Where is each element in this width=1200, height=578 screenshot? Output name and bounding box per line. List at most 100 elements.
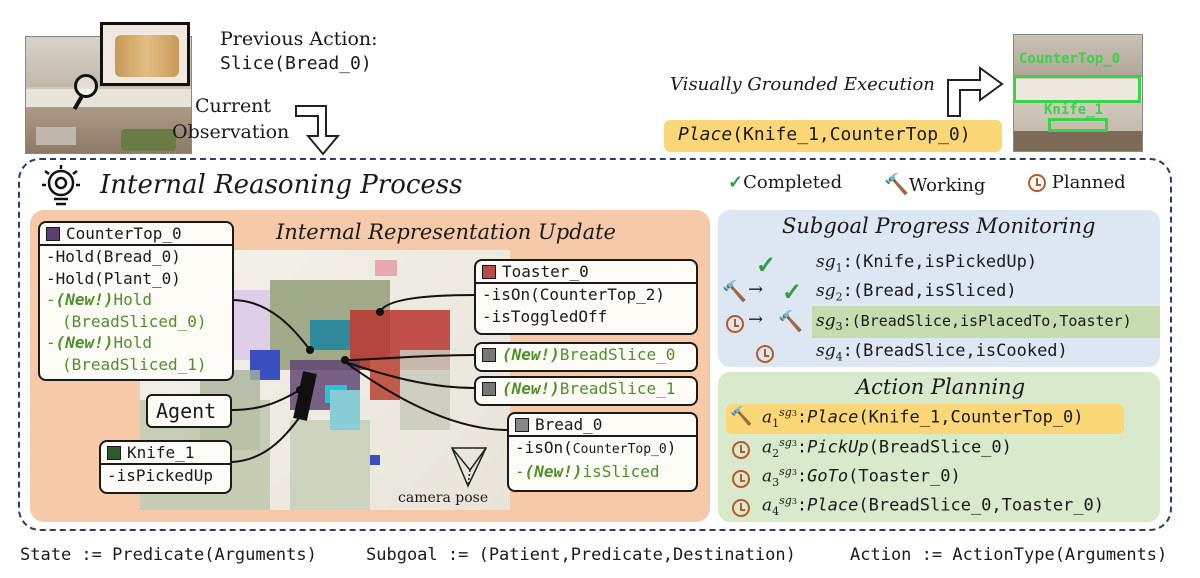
breadslice0-swatch [482, 347, 496, 362]
action-verb: GoTo [807, 466, 849, 487]
check-icon: ✓ [782, 277, 803, 306]
action-sub: 4 [772, 505, 780, 519]
new-tag: (New!) [502, 345, 560, 364]
sg-text: :(BreadSlice,isCooked) [842, 341, 1068, 361]
subgoal-title: Subgoal Progress Monitoring [782, 214, 1096, 238]
action-sup: sg [779, 436, 792, 449]
check-icon: ✓ [756, 250, 777, 279]
new-tag: (New!) [55, 290, 114, 309]
hammer-icon: 🔨 [884, 172, 909, 196]
attr-suffix: ) [666, 438, 677, 457]
magnifier-icon [74, 74, 98, 98]
sg-label: sg [816, 311, 836, 331]
breadslice1-name: BreadSlice_1 [559, 379, 676, 398]
sg-sub: 2 [835, 290, 843, 304]
previous-action-label: Previous Action: [220, 28, 378, 50]
action-planning-panel [718, 372, 1160, 522]
legend-planned: Planned [1028, 172, 1126, 193]
sg-text: :(Knife,isPickedUp) [842, 252, 1038, 272]
action-supsub: 3 [791, 439, 797, 448]
breadslice1-swatch [482, 381, 496, 396]
node-toaster: Toaster_0 -isOn(CounterTop_2) -isToggled… [474, 259, 698, 335]
internal-representation-title: Internal Representation Update [276, 220, 616, 244]
toaster-attr-2: -isToggledOff [482, 306, 608, 326]
legend-working: 🔨Working [884, 172, 985, 196]
check-icon: ✓ [728, 172, 744, 193]
action-sup: sg [779, 465, 792, 478]
sg-label: sg [816, 341, 836, 361]
current-observation-label-1: Current [195, 95, 272, 117]
attr-prefix: -isOn( [515, 438, 573, 457]
legend-planned-label: Planned [1051, 172, 1126, 193]
node-breadslice-0: (New!)BreadSlice_0 [474, 342, 698, 372]
attr-rest: isSliced [582, 461, 660, 481]
countertop-new-2: -(New!)Hold [46, 333, 152, 352]
bread-attr-2: -(New!)isSliced [509, 461, 696, 483]
sg-label: sg [816, 252, 836, 272]
countertop-swatch [46, 226, 60, 241]
grounded-action: Place(Knife_1,CounterTop_0) [664, 120, 1002, 152]
action-current-highlight [726, 404, 1124, 434]
action-sup: sg [779, 494, 792, 507]
action-args: (BreadSlice_0,Toaster_0) [858, 495, 1104, 516]
node-bread: Bread_0 -isOn(CounterTop_0) -(New!)isSli… [507, 412, 698, 492]
up-arrow-icon [947, 66, 1004, 117]
action-planning-title: Action Planning [856, 375, 1026, 399]
subgoal-row-3: → 🔨 sg3:(BreadSlice,isPlacedTo,Toaster) [718, 309, 1160, 337]
subgoal-row-2: 🔨 → ✓ sg2:(Bread,isSliced) [718, 277, 1160, 307]
toaster-attr-1: -isOn(CounterTop_2) [482, 285, 666, 304]
node-countertop: CounterTop_0 -Hold(Bread_0) -Hold(Plant_… [38, 221, 234, 381]
reasoning-title: Internal Reasoning Process [100, 170, 463, 200]
sg-label: sg [816, 281, 836, 301]
bread-attr-1: -isOn(CounterTop_0) [509, 437, 696, 461]
subgoal-row-4: sg4:(BreadSlice,isCooked) [718, 339, 1160, 367]
sg-text: :(Bread,isSliced) [842, 281, 1017, 301]
countertop-new-1-arg: (BreadSliced_0) [62, 311, 207, 331]
toaster-swatch [482, 264, 496, 279]
clock-icon [1028, 174, 1046, 192]
grounded-action-args: (Knife_1,CounterTop_0) [732, 124, 971, 145]
new-tag: (New!) [524, 461, 583, 481]
knife-name: Knife_1 [127, 443, 195, 462]
action-verb: PickUp [807, 437, 869, 458]
subgoal-panel [718, 210, 1160, 367]
action-row-3: a3sg3:GoTo(Toaster_0) [718, 463, 1160, 493]
node-breadslice-1: (New!)BreadSlice_1 [474, 376, 698, 406]
hammer-icon: 🔨 [722, 279, 747, 303]
action-var: a [762, 437, 773, 458]
bread-name: Bread_0 [535, 415, 603, 434]
footer-action-definition: Action := ActionType(Arguments) [850, 545, 1168, 565]
countertop-name: CounterTop_0 [66, 224, 182, 243]
action-args: (Knife_1,CounterTop_0) [858, 407, 1084, 428]
action-sub: 3 [772, 476, 780, 490]
attr-prefix: - [515, 461, 525, 481]
action-supsub: 3 [791, 497, 797, 506]
knife-attr-1: -isPickedUp [107, 466, 213, 485]
sg-sub: 1 [835, 261, 843, 275]
new-attr: Hold [113, 290, 152, 309]
clock-icon [732, 469, 750, 488]
new-tag: (New!) [502, 379, 560, 398]
down-arrow-icon [295, 105, 341, 156]
node-knife: Knife_1 -isPickedUp [99, 440, 232, 494]
countertop-new-2-arg: (BreadSliced_1) [62, 354, 207, 374]
toaster-name: Toaster_0 [502, 262, 589, 281]
action-sub: 1 [772, 417, 780, 431]
action-sub: 2 [772, 447, 780, 461]
sg-sub: 3 [835, 320, 843, 333]
countertop-attr-1: -Hold(Bread_0) [46, 247, 181, 266]
countertop-new-1: -(New!)Hold [46, 290, 152, 309]
current-observation-label-2: Observation [172, 121, 290, 143]
legend-completed-label: Completed [743, 172, 843, 193]
clock-icon [732, 440, 750, 459]
countertop-bbox [1013, 75, 1141, 103]
visually-grounded-label: Visually Grounded Execution [670, 74, 935, 95]
clock-icon [726, 314, 744, 333]
hammer-icon: 🔨 [778, 309, 803, 333]
clock-icon [732, 498, 750, 517]
action-supsub: 3 [791, 468, 797, 477]
new-tag: (New!) [55, 333, 114, 352]
grounded-execution-image [1013, 34, 1143, 152]
action-args: (Toaster_0) [848, 466, 961, 487]
action-var: a [762, 466, 773, 487]
